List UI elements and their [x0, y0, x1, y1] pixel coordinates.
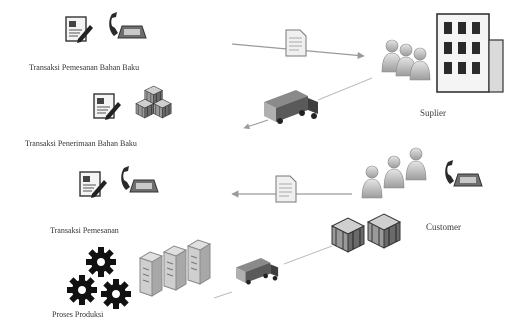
server-rack-icon	[139, 239, 211, 297]
stacked-boxes-icon	[135, 85, 172, 119]
telephone-icon	[108, 11, 147, 39]
shipment-line	[283, 245, 333, 265]
penerimaan-bahan-baku-group: Transaksi Penerimaan Bahan Baku	[25, 85, 172, 148]
crate-icon	[331, 213, 401, 253]
telephone-icon	[120, 165, 159, 193]
people-group-icon	[361, 147, 427, 199]
document-pen-icon	[65, 16, 94, 44]
label-transaksi-pemesanan: Transaksi Pemesanan	[50, 226, 119, 235]
label-customer: Customer	[426, 222, 461, 232]
proses-produksi-group: Proses Produksi	[52, 239, 211, 319]
pemesanan-bahan-baku-group: Transaksi Pemesanan Bahan Baku	[29, 11, 147, 72]
paper-document-icon	[275, 175, 297, 203]
document-pen-icon	[93, 93, 122, 121]
gears-icon	[67, 247, 131, 309]
document-pen-icon	[79, 171, 108, 199]
people-group-icon	[381, 39, 431, 81]
shipment-tail-line	[213, 291, 233, 299]
delivery-arrow	[243, 119, 269, 130]
customer-group: Customer	[361, 147, 483, 232]
label-suplier: Suplier	[420, 108, 446, 118]
building-icon	[436, 13, 504, 93]
delivery-line	[317, 77, 373, 101]
paper-document-icon	[285, 29, 307, 57]
label-proses-produksi: Proses Produksi	[52, 310, 104, 319]
suplier-group: Suplier	[381, 13, 504, 118]
label-transaksi-penerimaan-bahan-baku: Transaksi Penerimaan Bahan Baku	[25, 139, 137, 148]
delivery-truck-icon	[236, 258, 279, 285]
label-transaksi-pemesanan-bahan-baku: Transaksi Pemesanan Bahan Baku	[29, 63, 139, 72]
delivery-truck-icon	[264, 90, 318, 124]
telephone-icon	[444, 159, 483, 187]
pemesanan-group: Transaksi Pemesanan	[50, 165, 159, 235]
